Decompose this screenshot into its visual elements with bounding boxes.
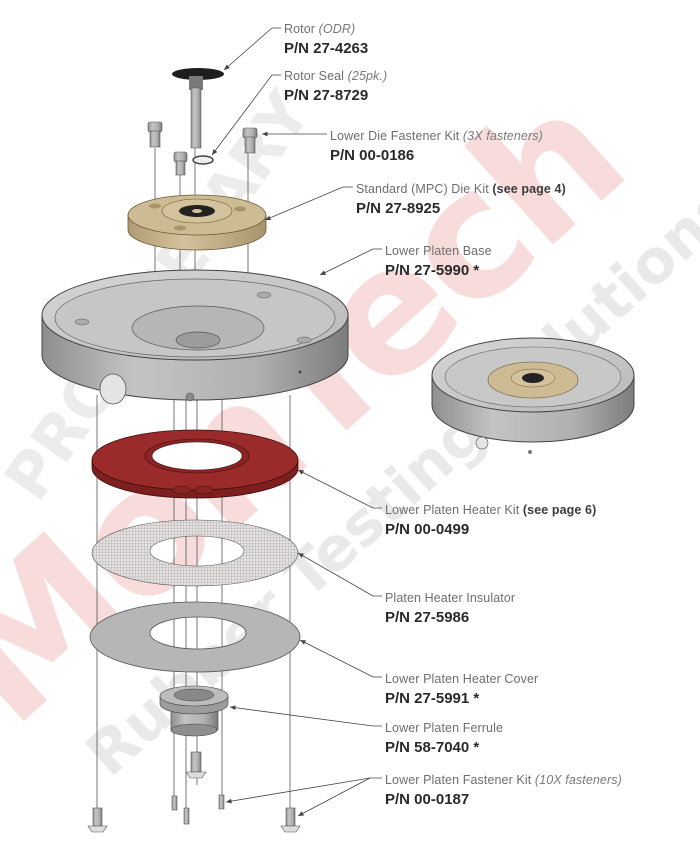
part-number: P/N 27-8729 bbox=[284, 86, 369, 104]
die-fastener-screws bbox=[147, 121, 258, 176]
part-number: P/N 27-5986 bbox=[385, 608, 470, 626]
die-kit-part bbox=[127, 194, 267, 251]
part-number: P/N 27-4263 bbox=[284, 39, 369, 57]
rotor-part bbox=[172, 68, 224, 149]
part-qualifier: (3X fasteners) bbox=[462, 129, 543, 143]
part-number: P/N 00-0499 bbox=[385, 520, 470, 538]
label-lower-platen-heater-kit: Lower Platen Heater Kit (see page 6) P/N… bbox=[385, 501, 596, 538]
part-number: P/N 27-8925 bbox=[356, 199, 441, 217]
part-name: Lower Platen Ferrule bbox=[385, 721, 504, 735]
part-number: P/N 58-7040 * bbox=[385, 738, 480, 756]
part-number: P/N 00-0186 bbox=[330, 146, 415, 164]
page-reference: (see page 6) bbox=[522, 503, 597, 517]
part-number: P/N 27-5990 * bbox=[385, 261, 480, 279]
label-rotor: Rotor (ODR) P/N 27-4263 bbox=[284, 20, 368, 57]
part-name: Rotor bbox=[284, 22, 316, 36]
label-lower-platen-heater-cover: Lower Platen Heater Cover P/N 27-5991 * bbox=[385, 670, 538, 707]
label-lower-platen-ferrule: Lower Platen Ferrule P/N 58-7040 * bbox=[385, 719, 503, 756]
part-name: Lower Platen Base bbox=[385, 244, 492, 258]
insulator-part bbox=[91, 519, 299, 587]
label-lower-die-fastener-kit: Lower Die Fastener Kit (3X fasteners) P/… bbox=[330, 127, 543, 164]
ferrule-part bbox=[159, 685, 229, 737]
part-name: Standard (MPC) Die Kit bbox=[356, 182, 489, 196]
label-lower-platen-fastener-kit: Lower Platen Fastener Kit (10X fasteners… bbox=[385, 771, 622, 808]
part-name: Rotor Seal bbox=[284, 69, 345, 83]
label-lower-platen-base: Lower Platen Base P/N 27-5990 * bbox=[385, 242, 492, 279]
leader-lines bbox=[211, 27, 382, 817]
part-qualifier: (10X fasteners) bbox=[534, 773, 622, 787]
part-name: Lower Platen Heater Kit bbox=[385, 503, 520, 517]
part-number: P/N 27-5991 * bbox=[385, 689, 480, 707]
part-number: P/N 00-0187 bbox=[385, 790, 470, 808]
part-qualifier: (25pk.) bbox=[347, 69, 388, 83]
lower-platen-base-part bbox=[41, 269, 349, 405]
label-standard-die-kit: Standard (MPC) Die Kit (see page 4) P/N … bbox=[356, 180, 566, 217]
platen-fastener-screws bbox=[87, 751, 301, 833]
part-name: Lower Platen Heater Cover bbox=[385, 672, 539, 686]
label-rotor-seal: Rotor Seal (25pk.) P/N 27-8729 bbox=[284, 67, 387, 104]
assembled-view bbox=[431, 337, 635, 454]
part-name: Lower Platen Fastener Kit bbox=[385, 773, 532, 787]
part-qualifier: (ODR) bbox=[318, 22, 356, 36]
rotor-seal-part bbox=[192, 155, 214, 165]
heater-cover-part bbox=[89, 601, 301, 673]
label-platen-heater-insulator: Platen Heater Insulator P/N 27-5986 bbox=[385, 589, 515, 626]
part-name: Lower Die Fastener Kit bbox=[330, 129, 460, 143]
heater-kit-part bbox=[91, 429, 299, 499]
page-reference: (see page 4) bbox=[492, 182, 566, 196]
part-name: Platen Heater Insulator bbox=[385, 591, 516, 605]
